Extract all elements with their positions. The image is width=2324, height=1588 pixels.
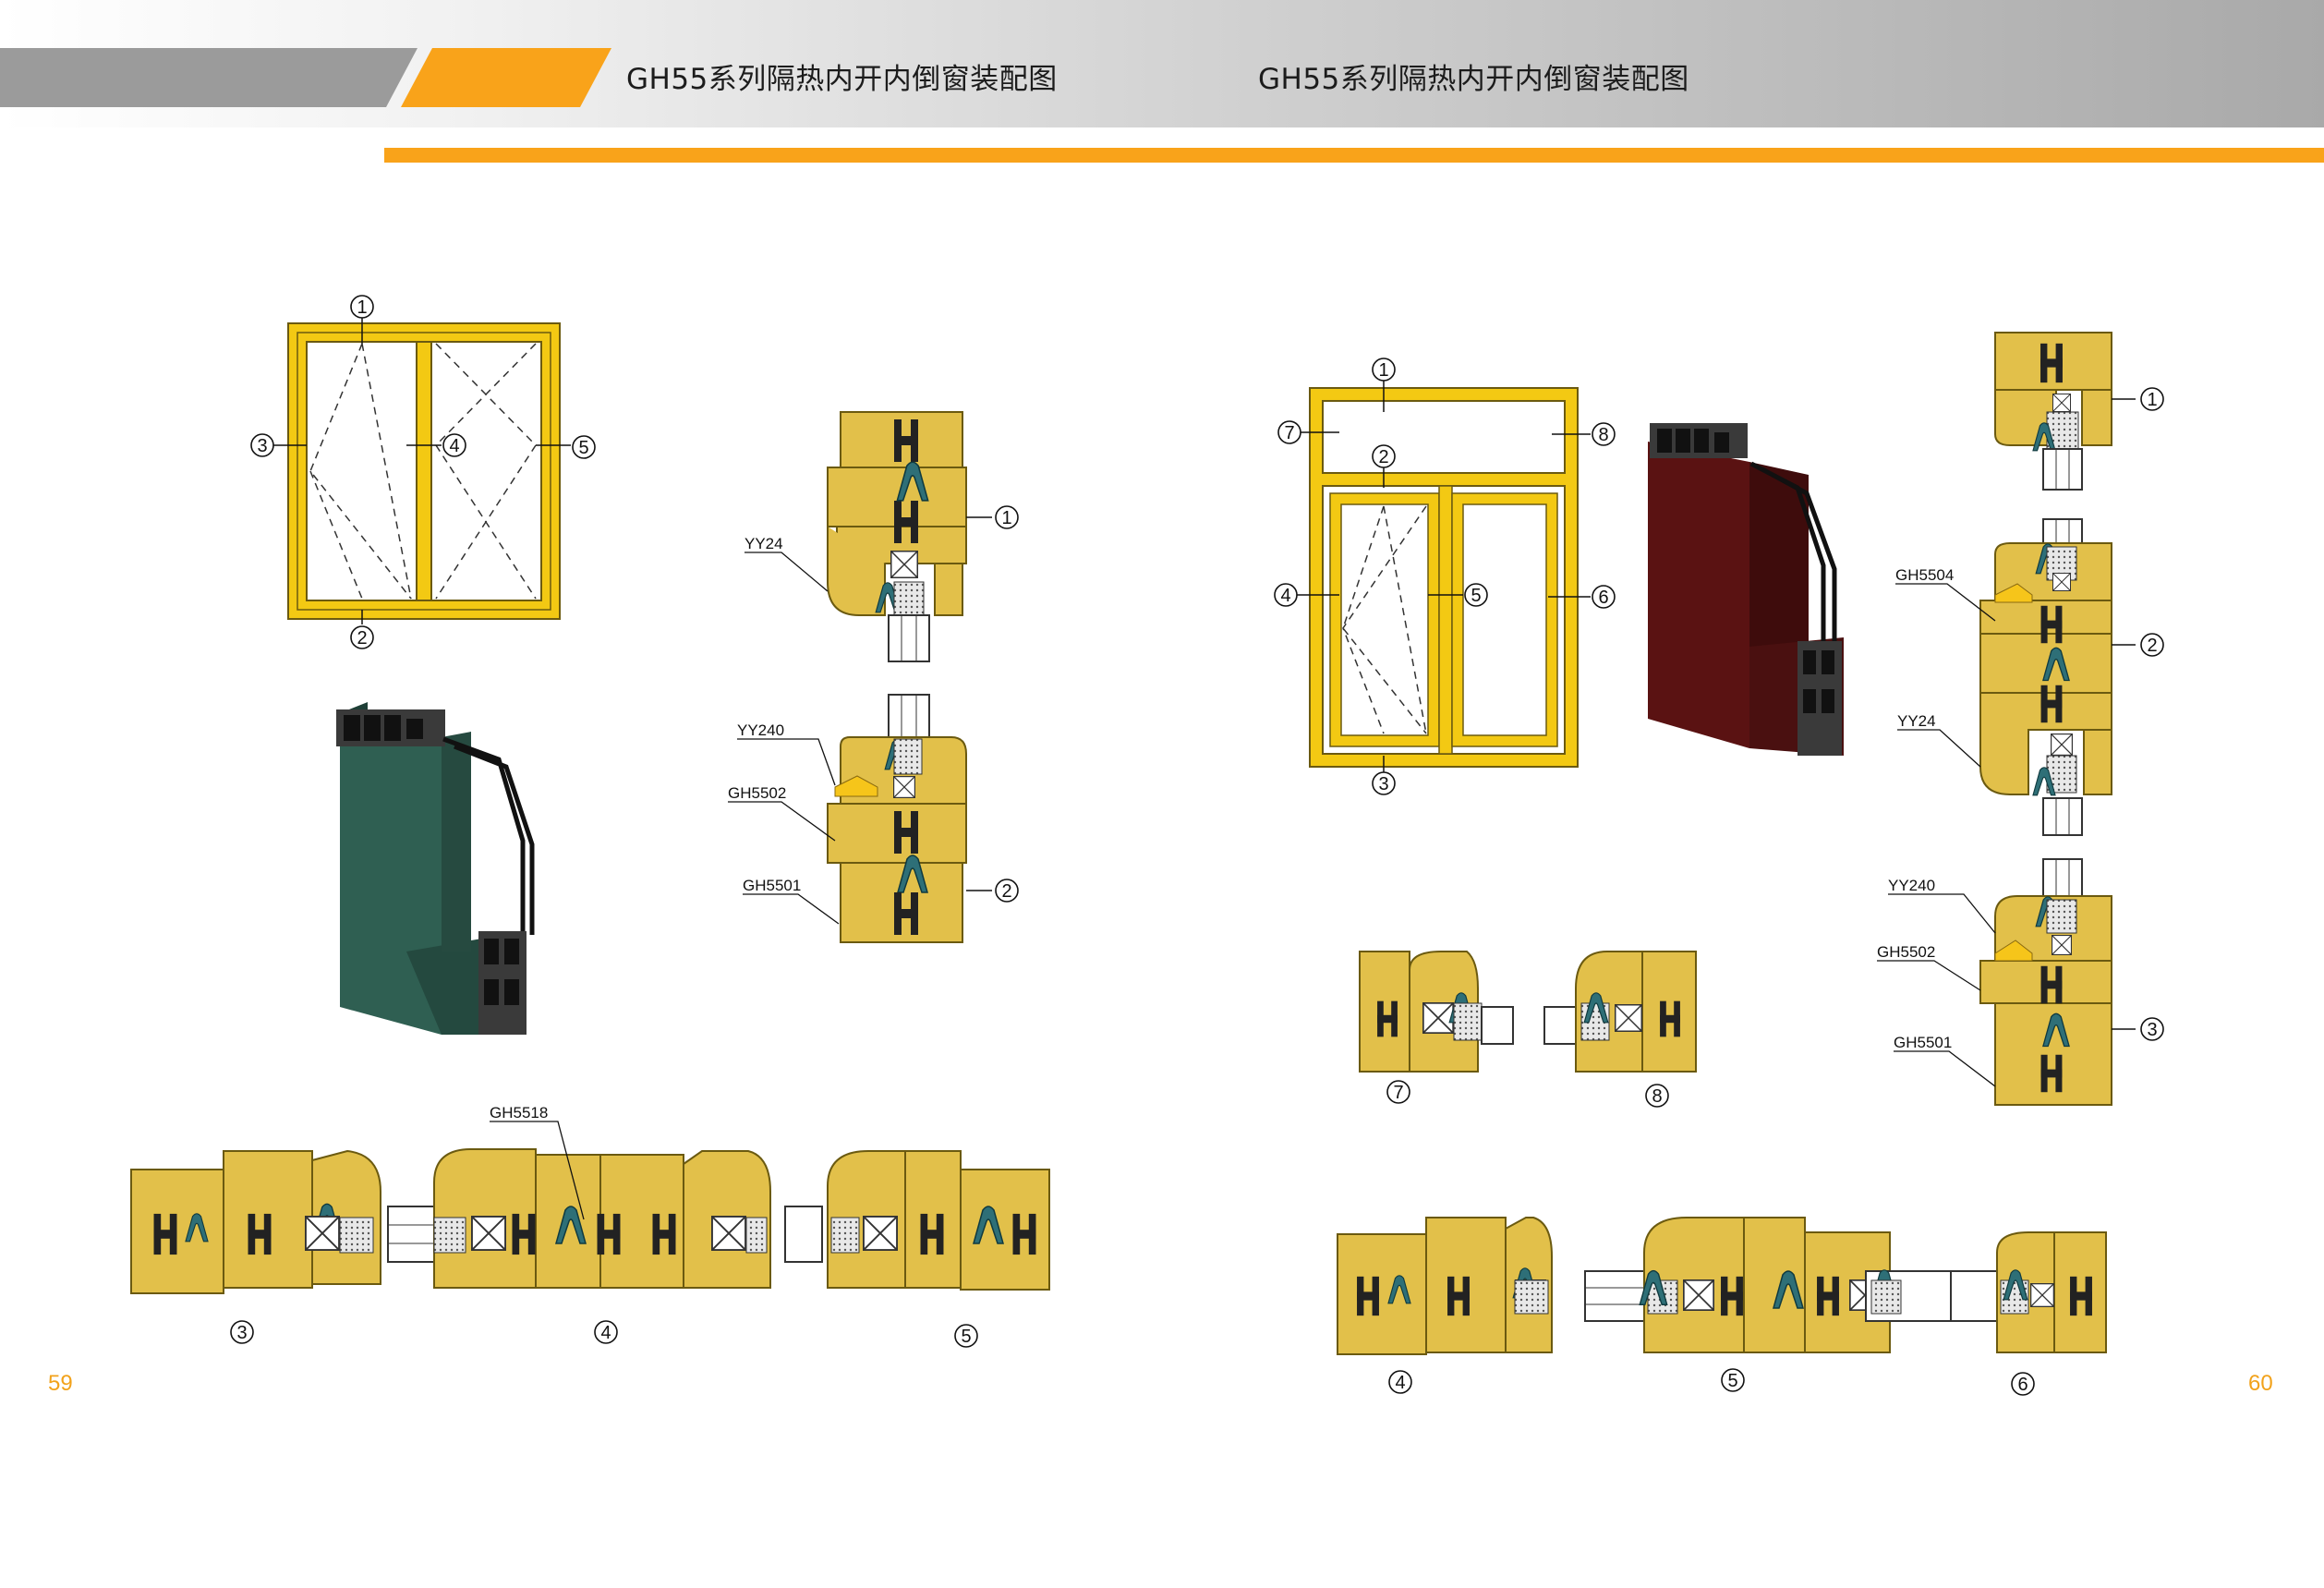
header-grey-band xyxy=(0,48,418,107)
page-number-left: 59 xyxy=(48,1371,73,1396)
part-label-gh5501: GH5501 xyxy=(743,877,801,894)
left-3d-profile-render xyxy=(336,702,535,1035)
svg-text:3: 3 xyxy=(236,1323,247,1343)
part-label-yy240: YY240 xyxy=(1888,877,1935,894)
page-title-left: GH55系列隔热内开内倒窗装配图 xyxy=(626,63,1058,96)
page-title-right: GH55系列隔热内开内倒窗装配图 xyxy=(1258,63,1689,96)
left-horizontal-section: GH5518 3 4 5 xyxy=(130,1104,1050,1348)
right-vertical-section: 1 2 3 GH5504 YY24 YY240 GH5502 GH5501 xyxy=(1877,332,2164,1106)
svg-text:7: 7 xyxy=(1284,423,1294,443)
callout-3: 3 xyxy=(230,1320,254,1344)
svg-text:2: 2 xyxy=(2147,636,2157,656)
callout-3: 3 xyxy=(250,433,274,457)
callout-8: 8 xyxy=(1645,1084,1669,1108)
callout-4: 4 xyxy=(1274,583,1298,607)
callout-5: 5 xyxy=(1721,1368,1745,1392)
svg-text:2: 2 xyxy=(1378,447,1388,467)
callout-2: 2 xyxy=(2140,633,2164,657)
svg-text:5: 5 xyxy=(1727,1371,1737,1391)
callout-5: 5 xyxy=(1464,583,1488,607)
svg-text:8: 8 xyxy=(1598,425,1608,445)
part-label-yy240: YY240 xyxy=(737,721,784,739)
right-window-elevation: 1 2 3 4 5 6 7 8 xyxy=(1274,358,1616,795)
svg-text:1: 1 xyxy=(357,297,367,318)
callout-2: 2 xyxy=(1372,444,1396,468)
svg-text:6: 6 xyxy=(2017,1375,2027,1395)
header-orange-band xyxy=(401,48,611,107)
part-label-yy24: YY24 xyxy=(744,535,783,552)
part-label-gh5502: GH5502 xyxy=(1877,943,1935,961)
callout-3: 3 xyxy=(1372,771,1396,795)
svg-text:1: 1 xyxy=(1001,508,1011,528)
part-label-gh5504: GH5504 xyxy=(1895,566,1954,584)
svg-text:5: 5 xyxy=(1471,586,1481,606)
part-label-gh5502: GH5502 xyxy=(728,784,786,802)
svg-text:1: 1 xyxy=(2147,390,2157,410)
callout-1: 1 xyxy=(995,505,1019,529)
callout-4: 4 xyxy=(1388,1370,1412,1394)
svg-text:3: 3 xyxy=(257,436,267,456)
svg-text:5: 5 xyxy=(578,438,588,458)
callout-8: 8 xyxy=(1592,422,1616,446)
svg-text:3: 3 xyxy=(2147,1020,2157,1040)
callout-6: 6 xyxy=(1592,585,1616,609)
svg-text:6: 6 xyxy=(1598,588,1608,608)
callout-6: 6 xyxy=(2011,1372,2035,1396)
svg-text:2: 2 xyxy=(1001,881,1011,902)
svg-text:3: 3 xyxy=(1378,774,1388,794)
right-3d-profile-render xyxy=(1648,423,1844,756)
callout-5: 5 xyxy=(572,435,596,459)
callout-2: 2 xyxy=(995,879,1019,903)
callout-7: 7 xyxy=(1386,1080,1410,1104)
callout-7: 7 xyxy=(1277,420,1301,444)
svg-text:1: 1 xyxy=(1378,360,1388,381)
callout-4: 4 xyxy=(442,433,466,457)
callout-1: 1 xyxy=(2140,387,2164,411)
svg-text:5: 5 xyxy=(961,1327,971,1347)
callout-3: 3 xyxy=(2140,1017,2164,1041)
svg-text:4: 4 xyxy=(1395,1373,1405,1393)
header-orange-rule xyxy=(384,148,2324,163)
left-window-elevation: 1 2 3 4 5 xyxy=(250,295,596,649)
page-number-right: 60 xyxy=(2248,1371,2273,1396)
left-vertical-section: 1 2 YY24 YY240 GH5502 GH5501 xyxy=(728,411,1019,943)
callout-5: 5 xyxy=(954,1324,978,1348)
part-label-gh5518: GH5518 xyxy=(490,1104,548,1121)
svg-text:4: 4 xyxy=(449,436,459,456)
svg-text:2: 2 xyxy=(357,628,367,649)
callout-1: 1 xyxy=(350,295,374,319)
right-transom-sections: 7 8 xyxy=(1359,951,1697,1108)
part-label-gh5501: GH5501 xyxy=(1894,1034,1952,1051)
callout-1: 1 xyxy=(1372,358,1396,382)
right-horizontal-section: 4 5 6 xyxy=(1337,1217,2107,1396)
svg-text:4: 4 xyxy=(1280,586,1290,606)
svg-text:7: 7 xyxy=(1393,1083,1403,1103)
part-label-yy24: YY24 xyxy=(1897,712,1936,730)
svg-text:8: 8 xyxy=(1652,1086,1662,1107)
svg-text:4: 4 xyxy=(600,1323,611,1343)
callout-2: 2 xyxy=(350,625,374,649)
callout-4: 4 xyxy=(594,1320,618,1344)
